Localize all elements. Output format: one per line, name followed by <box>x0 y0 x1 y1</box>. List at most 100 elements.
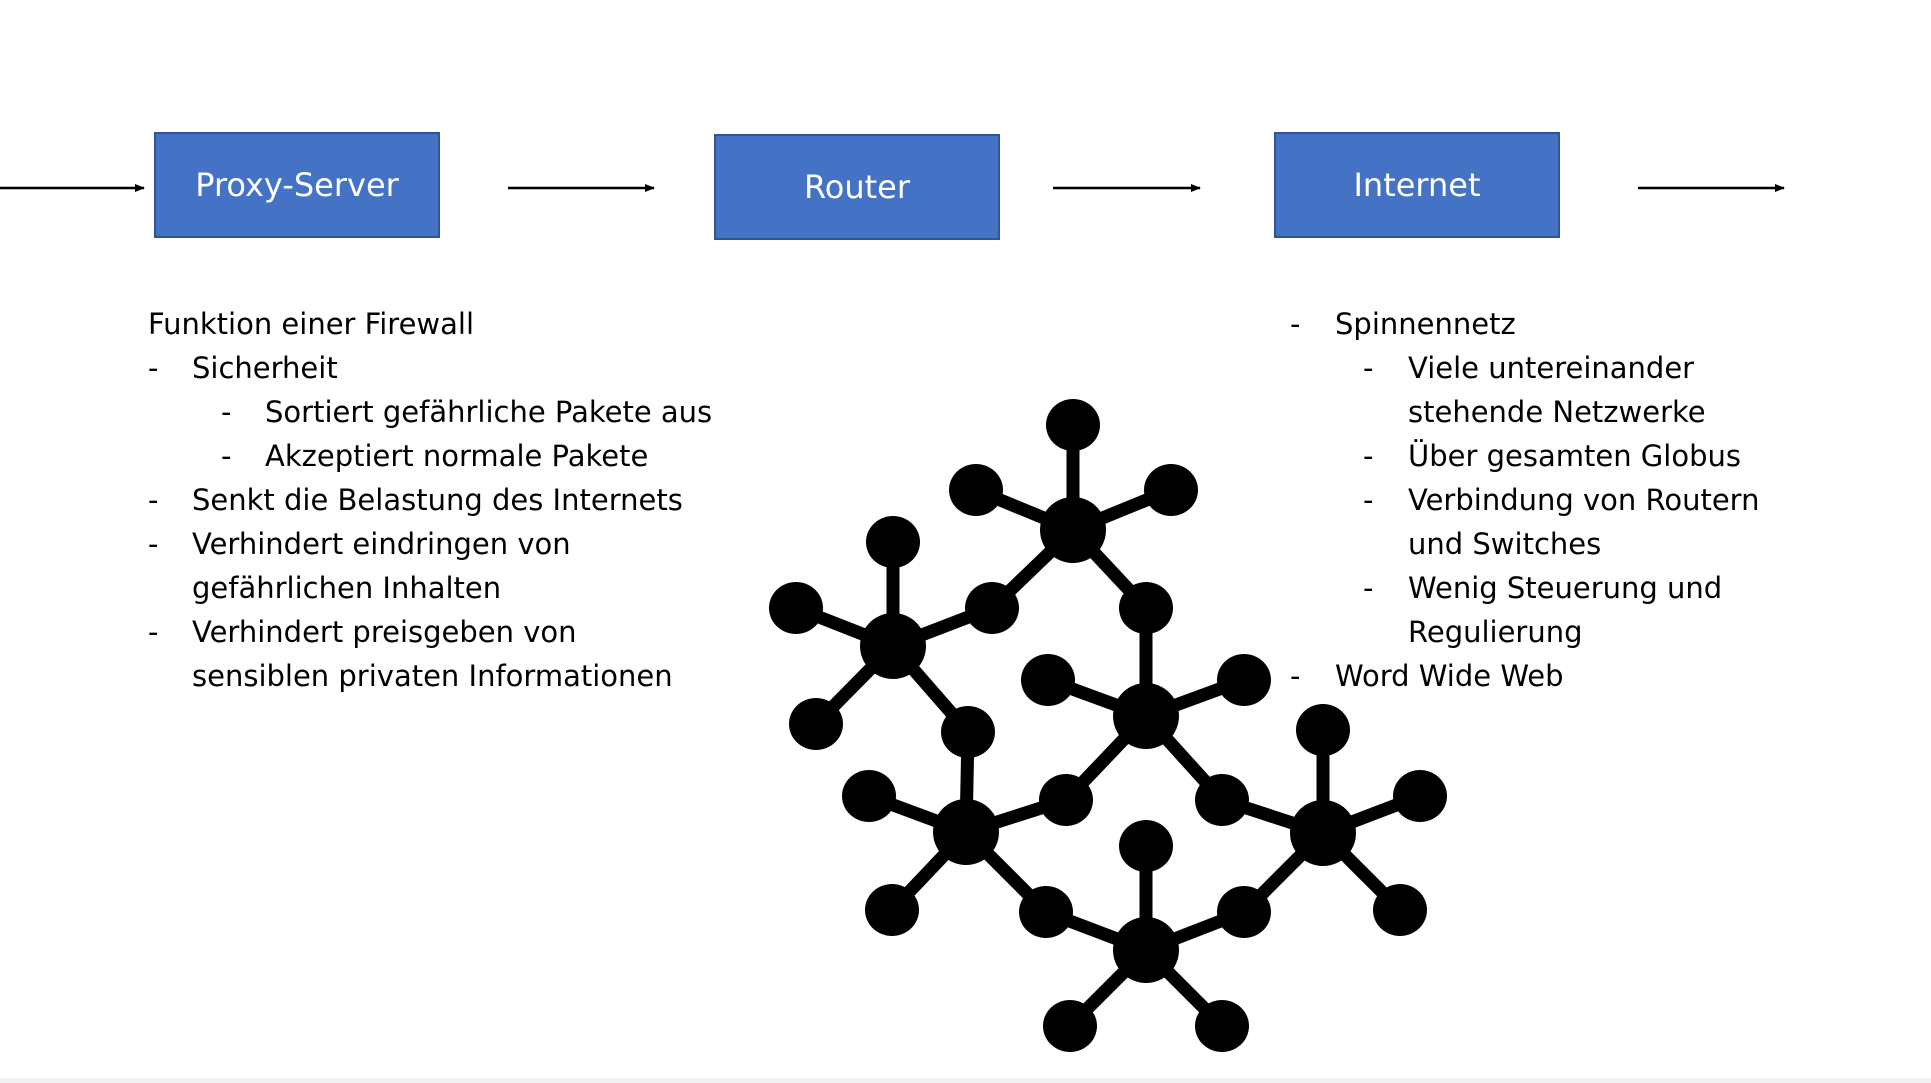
bullet-dash: - <box>1363 351 1374 385</box>
network-satellite-node <box>1019 886 1073 938</box>
bullet-preisgeben: - Verhindert preisgeben von <box>148 610 788 654</box>
slide-bottom-edge <box>0 1078 1931 1083</box>
network-satellite-node <box>1119 820 1173 872</box>
network-edge <box>1139 905 1251 957</box>
network-edge <box>1059 709 1153 807</box>
network-edge <box>985 523 1080 615</box>
network-satellite-node <box>1296 704 1350 756</box>
bullet-text: Über gesamten Globus <box>1408 439 1741 473</box>
network-satellite-node <box>1195 1000 1249 1052</box>
network-edge <box>1139 709 1229 807</box>
bullet-senkt: - Senkt die Belastung des Internets <box>148 478 788 522</box>
network-satellite-node <box>1021 654 1075 706</box>
network-edge <box>1139 943 1229 1033</box>
network-satellite-node <box>1195 774 1249 826</box>
bullet-dash: - <box>1363 439 1374 473</box>
bullet-dash: - <box>1290 659 1301 693</box>
bullet-text: Sicherheit <box>192 351 338 385</box>
firewall-notes: Funktion einer Firewall - Sicherheit - S… <box>148 302 788 698</box>
bullet-viele: - Viele untereinander <box>1290 346 1910 390</box>
network-satellite-node <box>1393 770 1447 822</box>
internet-notes: - Spinnennetz - Viele untereinander steh… <box>1290 302 1910 698</box>
bullet-dash: - <box>1290 307 1301 341</box>
bullet-steuerung-continued: Regulierung <box>1290 610 1910 654</box>
network-hub-node <box>1113 917 1179 983</box>
bullet-dash: - <box>148 615 159 649</box>
network-edge <box>1316 826 1407 917</box>
network-satellite-node <box>965 582 1019 634</box>
bullet-text: Spinnennetz <box>1335 307 1516 341</box>
bullet-text: Wenig Steuerung und <box>1408 571 1723 605</box>
bullet-sortiert: - Sortiert gefährliche Pakete aus <box>148 390 788 434</box>
bullet-verbindung-continued: und Switches <box>1290 522 1910 566</box>
network-satellite-node <box>842 770 896 822</box>
network-edge <box>959 725 975 839</box>
network-edge <box>1066 483 1178 537</box>
network-edge <box>1215 793 1330 840</box>
network-edge <box>789 601 900 653</box>
bullet-verbindung: - Verbindung von Routern <box>1290 478 1910 522</box>
bullet-dash: - <box>221 439 232 473</box>
network-satellite-node <box>949 464 1003 516</box>
network-edge <box>809 639 900 731</box>
network-satellite-node <box>941 706 995 758</box>
bullet-text: Akzeptiert normale Pakete <box>265 439 649 473</box>
bullet-text: Sortiert gefährliche Pakete aus <box>265 395 713 429</box>
network-hub-node <box>860 613 926 679</box>
bullet-globus: - Über gesamten Globus <box>1290 434 1910 478</box>
network-edge <box>1316 789 1427 840</box>
bullet-text: und Switches <box>1408 527 1602 561</box>
internet-label: Internet <box>1353 166 1481 204</box>
router-label: Router <box>803 168 911 206</box>
network-satellite-node <box>1217 886 1271 938</box>
bullet-eindringen: - Verhindert eindringen von <box>148 522 788 566</box>
bullet-sicherheit: - Sicherheit <box>148 346 788 390</box>
network-satellite-node <box>1119 582 1173 634</box>
bullet-preisgeben-continued: sensiblen privaten Informationen <box>148 654 788 698</box>
network-edge <box>969 483 1080 537</box>
bullet-text: Regulierung <box>1408 615 1583 649</box>
bullet-text: Viele untereinander <box>1408 351 1695 385</box>
network-satellite-node <box>1217 654 1271 706</box>
network-hub-node <box>1113 683 1179 749</box>
network-satellite-node <box>865 884 919 936</box>
network-hub-node <box>1040 497 1106 563</box>
bullet-text: gefährlichen Inhalten <box>192 571 502 605</box>
network-edge <box>1237 826 1330 919</box>
network-satellite-node <box>866 516 920 568</box>
bullet-text: Word Wide Web <box>1335 659 1564 693</box>
bullet-dash: - <box>148 351 159 385</box>
firewall-notes-title: Funktion einer Firewall <box>148 302 788 346</box>
bullet-text: sensiblen privaten Informationen <box>192 659 673 693</box>
network-edge <box>885 825 973 917</box>
bullet-text: stehende Netzwerke <box>1408 395 1706 429</box>
network-hub-node <box>1290 800 1356 866</box>
bullet-dash: - <box>148 483 159 517</box>
bullet-text: Verhindert eindringen von <box>192 527 571 561</box>
bullet-akzeptiert: - Akzeptiert normale Pakete <box>148 434 788 478</box>
bullet-eindringen-continued: gefährlichen Inhalten <box>148 566 788 610</box>
network-edge <box>862 789 973 839</box>
bullet-text: Senkt die Belastung des Internets <box>192 483 683 517</box>
network-edge <box>1039 905 1153 957</box>
network-edge <box>886 601 999 653</box>
bullet-dash: - <box>148 527 159 561</box>
network-edge <box>886 639 975 739</box>
bullet-text: Verbindung von Routern <box>1408 483 1760 517</box>
network-satellite-node <box>1373 884 1427 936</box>
network-hub-node <box>933 799 999 865</box>
internet-box: Internet <box>1274 132 1560 238</box>
network-edge <box>1066 523 1153 615</box>
network-edge <box>1041 673 1153 723</box>
bullet-text: Verhindert preisgeben von <box>192 615 577 649</box>
network-edge <box>959 793 1073 839</box>
network-satellite-node <box>1039 774 1093 826</box>
network-satellite-node <box>789 698 843 750</box>
proxy-server-box: Proxy-Server <box>154 132 440 238</box>
firewall-title-text: Funktion einer Firewall <box>148 307 475 341</box>
network-edge <box>1063 943 1153 1033</box>
bullet-viele-continued: stehende Netzwerke <box>1290 390 1910 434</box>
network-satellite-node <box>1043 1000 1097 1052</box>
bullet-dash: - <box>1363 571 1374 605</box>
